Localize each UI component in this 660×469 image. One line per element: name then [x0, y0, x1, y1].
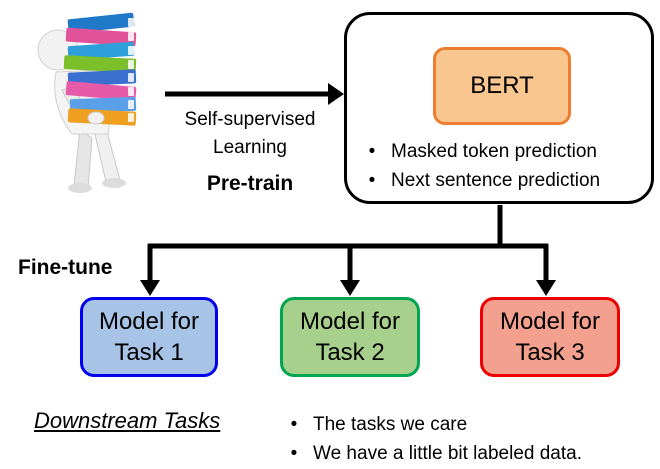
bert-title: BERT: [470, 72, 534, 99]
arrow-to-task3: [536, 280, 556, 296]
model-task2-box: Model for Task 2: [280, 297, 420, 377]
model-task3-box: Model for Task 3: [480, 297, 620, 377]
bert-container: BERT • Masked token prediction • Next se…: [344, 12, 654, 204]
bert-box: BERT: [433, 47, 571, 125]
pretrain-arrow-label: Self-supervised Learning: [165, 106, 335, 162]
pretrain-stage-label: Pre-train: [206, 172, 294, 195]
pretrain-label-line2: Learning: [213, 137, 287, 158]
bert-bullets: • Masked token prediction • Next sentenc…: [365, 137, 600, 195]
arrow-to-task2: [340, 280, 360, 296]
downstream-bullets: • The tasks we care • We have a little b…: [287, 410, 582, 468]
model-task1-box: Model for Task 1: [80, 297, 218, 377]
arrow-to-task1: [140, 280, 160, 296]
bert-bullet-1: • Masked token prediction: [365, 137, 600, 166]
downstream-bullet-1: • The tasks we care: [287, 410, 582, 439]
person-carrying-books-illustration: [37, 12, 137, 193]
binders-stack: [63, 12, 137, 126]
bullet-icon: •: [368, 141, 376, 162]
bullet-icon: •: [290, 414, 298, 435]
bullet-icon: •: [290, 443, 298, 464]
bullet-icon: •: [368, 170, 376, 191]
downstream-heading: Downstream Tasks: [34, 408, 221, 433]
pretrain-label-line1: Self-supervised: [184, 109, 316, 130]
finetune-stage-label: Fine-tune: [18, 256, 113, 279]
downstream-bullet-2: • We have a little bit labeled data.: [287, 439, 582, 468]
bert-bullet-2: • Next sentence prediction: [365, 166, 600, 195]
